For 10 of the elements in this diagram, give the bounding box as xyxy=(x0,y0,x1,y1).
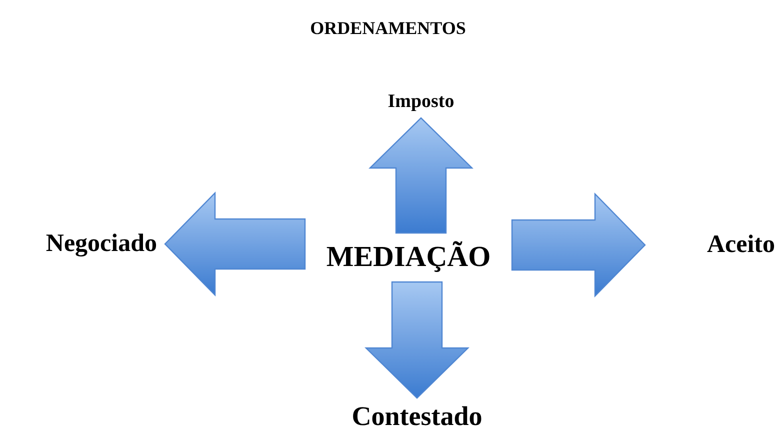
diagram-title: ORDENAMENTOS xyxy=(309,18,467,39)
node-label: Imposto xyxy=(388,91,454,113)
block-arrow xyxy=(368,117,474,234)
block-arrow xyxy=(164,192,306,296)
block-arrow xyxy=(364,281,470,399)
node-label: Aceito xyxy=(706,231,775,259)
node-label: Contestado xyxy=(352,401,482,432)
block-arrow xyxy=(511,192,646,298)
node-label: MEDIAÇÃO xyxy=(326,241,491,274)
node-label: Negociado xyxy=(46,230,157,258)
